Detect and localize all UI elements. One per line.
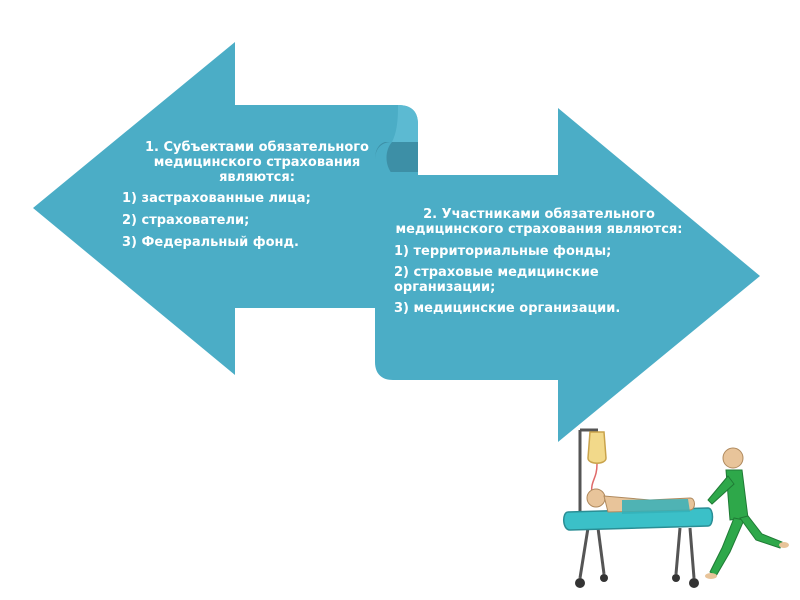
nurse-head	[722, 447, 744, 469]
nurse-arm	[707, 475, 735, 505]
right-arrow-shape	[375, 108, 760, 442]
right-arrow-item: 3) медицинские организации.	[394, 301, 621, 316]
left-arrow-shape	[33, 42, 418, 375]
nurse-leg-back	[709, 517, 745, 577]
stretcher-bed	[563, 507, 714, 531]
patient-head	[586, 488, 606, 508]
wheel	[600, 574, 608, 582]
nurse-shoe	[705, 573, 717, 579]
patient-blanket	[622, 499, 690, 514]
left-arrow-item: 3) Федеральный фонд.	[122, 235, 299, 250]
stretcher-with-patient-and-nurse-icon	[563, 428, 789, 588]
left-arrow-item: 2) страхователи;	[122, 213, 250, 228]
right-arrow-item: 2) страховые медицинские организации;	[394, 265, 599, 295]
right-arrow-heading: 2. Участниками обязательного медицинског…	[395, 207, 683, 237]
wheel	[672, 574, 680, 582]
wheel	[575, 578, 585, 588]
stretcher-leg	[578, 527, 590, 579]
stretcher-leg	[596, 527, 606, 575]
right-arrow	[375, 108, 760, 442]
wheel	[689, 578, 699, 588]
stretcher-leg	[688, 527, 696, 579]
right-arrow-item: 1) территориальные фонды;	[394, 244, 612, 259]
left-arrow-heading: 1. Субъектами обязательного медицинского…	[145, 140, 369, 185]
left-arrow-text: 1. Субъектами обязательного медицинского…	[122, 140, 392, 257]
right-arrow-text: 2. Участниками обязательного медицинског…	[394, 207, 684, 377]
scroll-curl-highlight	[392, 105, 418, 142]
nurse-leg-front	[739, 515, 783, 549]
iv-bag	[587, 431, 607, 464]
stretcher-leg	[674, 527, 682, 575]
left-arrow-item: 1) застрахованные лица;	[122, 191, 311, 206]
nurse-shoe	[779, 542, 789, 548]
